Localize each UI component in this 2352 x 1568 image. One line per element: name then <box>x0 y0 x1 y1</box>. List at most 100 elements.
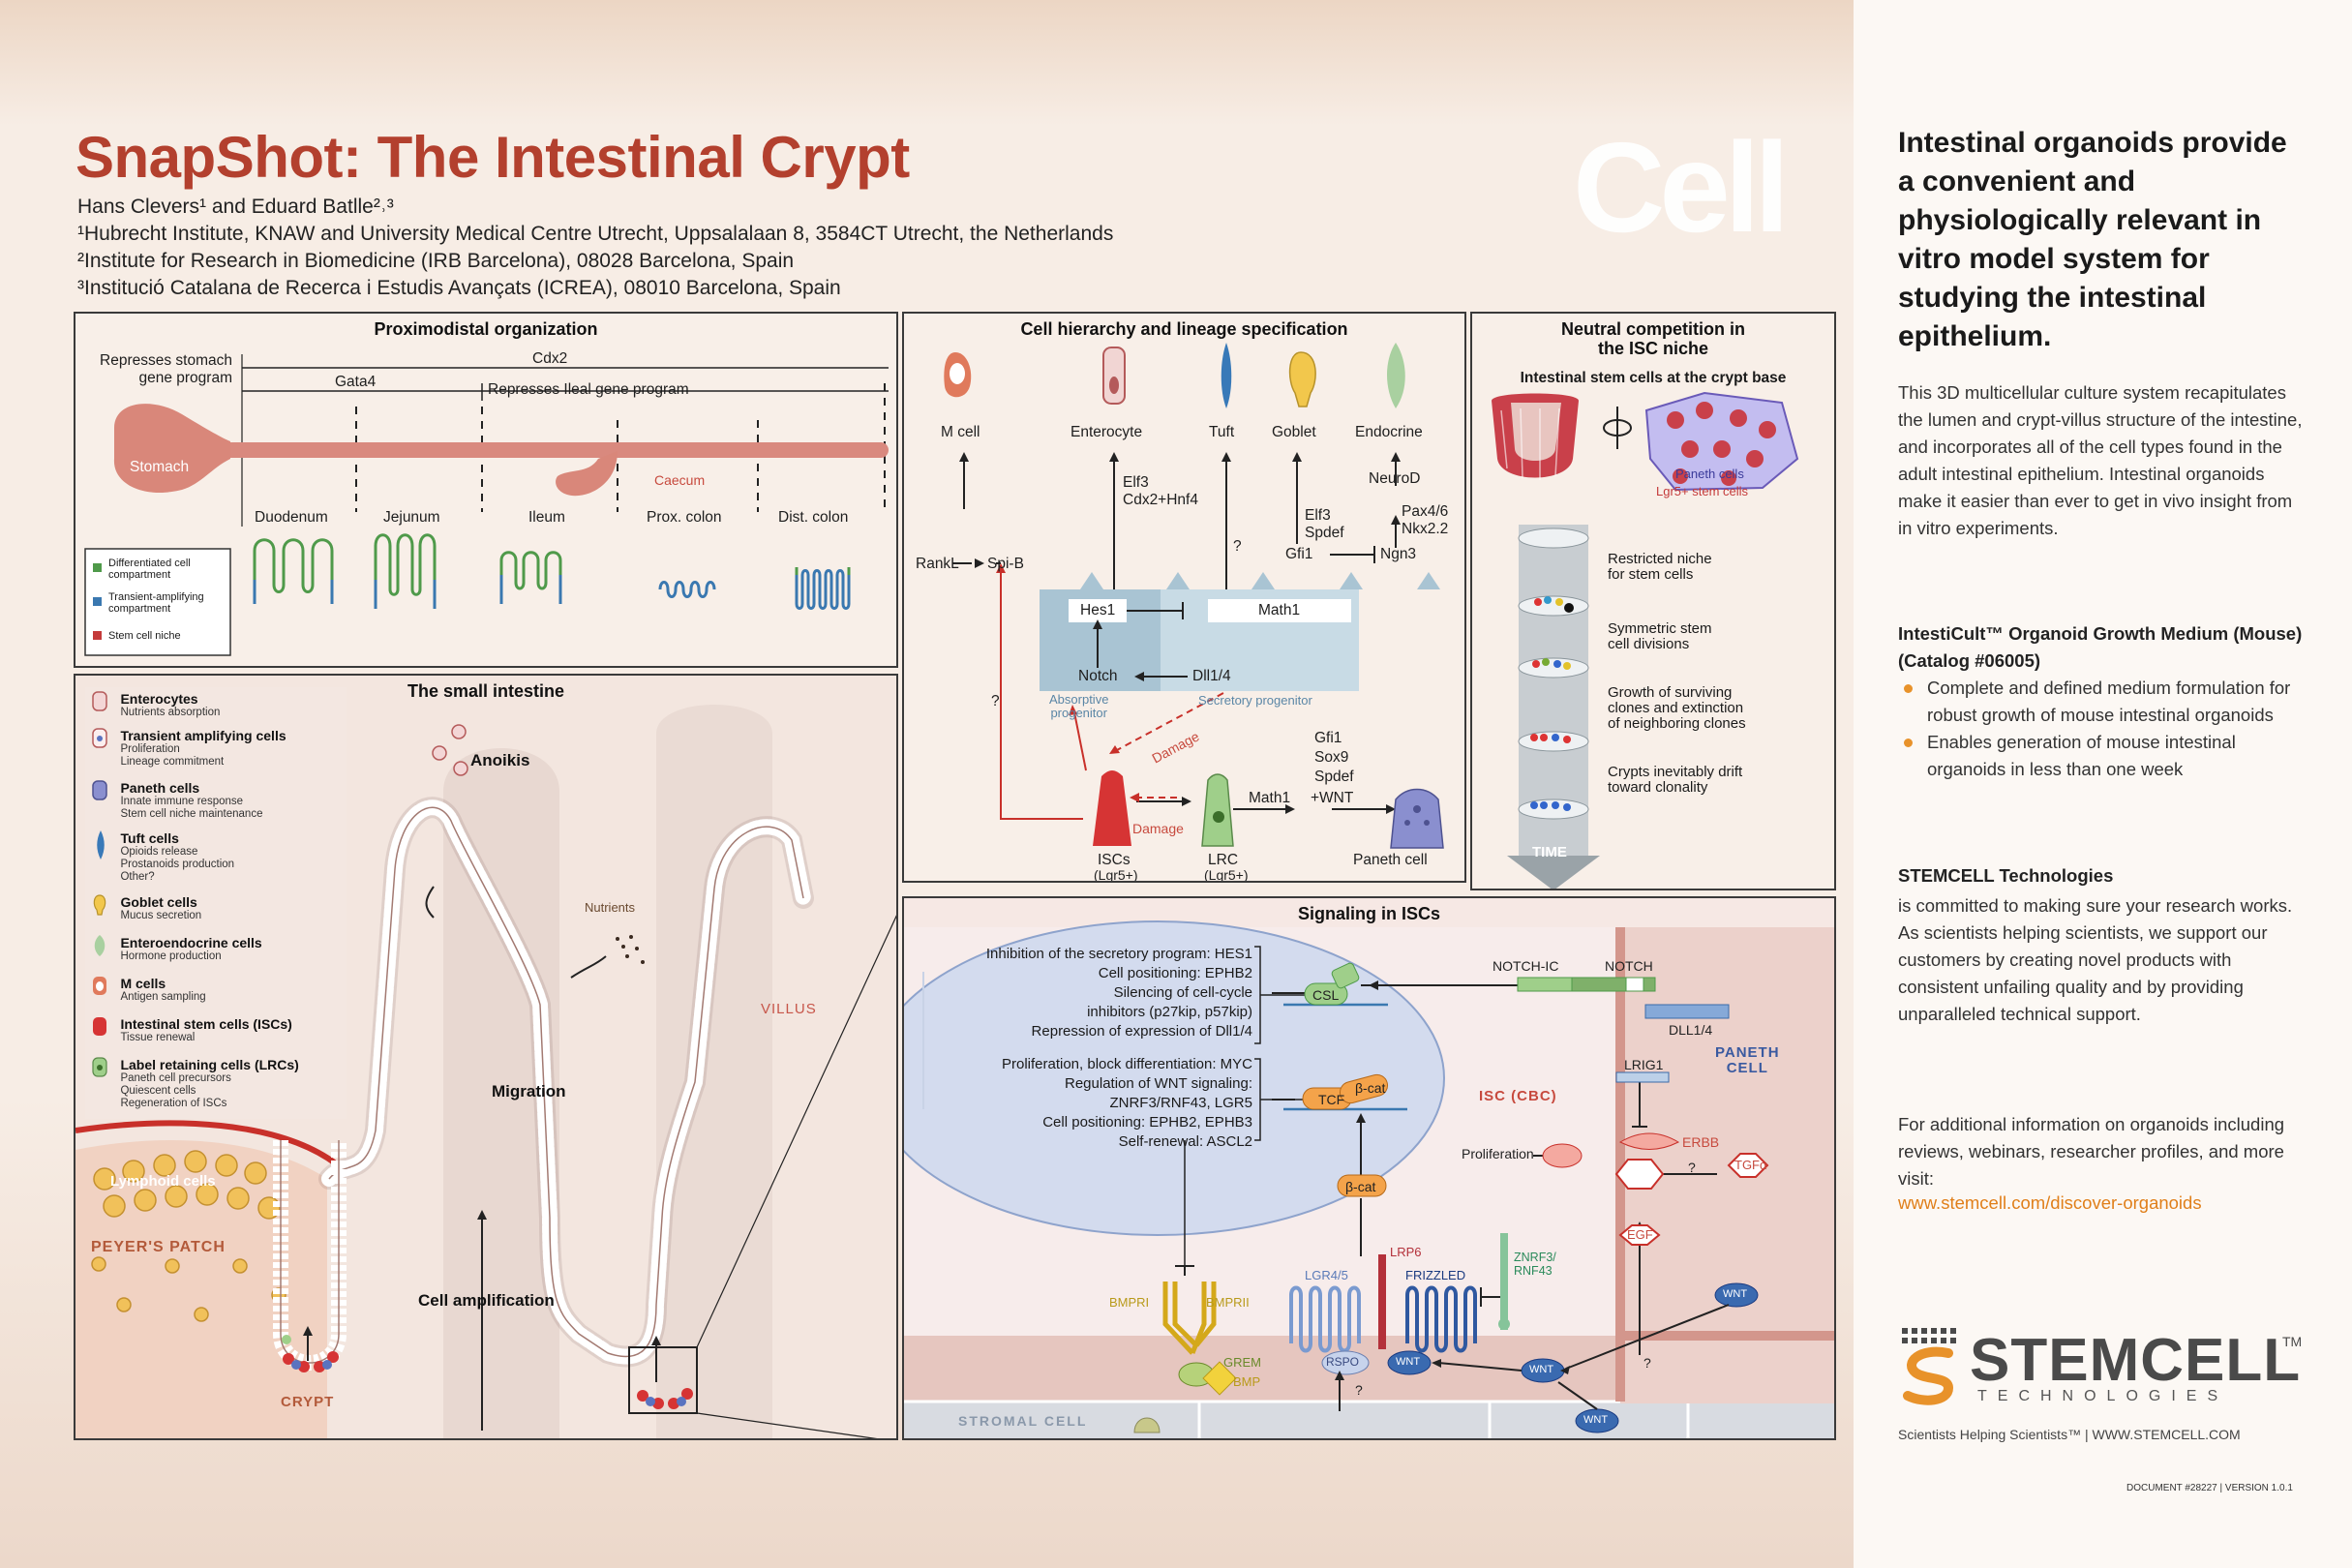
m-cell-icon <box>944 352 972 398</box>
goblet-cell-icon <box>1288 351 1316 407</box>
lrc-label: LRC <box>1208 852 1239 868</box>
math1-lrc-label: Math1 <box>1249 790 1291 806</box>
tuft-question: ? <box>1233 538 1242 555</box>
affiliation-3: ³Institució Catalana de Recerca i Estudi… <box>77 277 841 299</box>
goblet-legend-icon <box>93 894 106 916</box>
tuft-cell-icon <box>1221 343 1232 408</box>
tgfa-label: TGFα <box>1734 1158 1767 1172</box>
notch-receptor-label: NOTCH <box>1605 958 1653 974</box>
bcat-cyto-label: β-cat <box>1345 1179 1376 1194</box>
legend-paneth-name: Paneth cells <box>120 780 200 796</box>
wnt-label-4: WNT <box>1723 1288 1748 1300</box>
enteroendocrine-legend-icon <box>94 935 106 956</box>
small-intestine-title: The small intestine <box>407 681 565 701</box>
wnt-target-4: Cell positioning: EPHB2, EPHB3 <box>1042 1114 1252 1131</box>
segment-jejunum: Jejunum <box>383 509 440 526</box>
stromal-cell-label: STROMAL CELL <box>958 1413 1088 1429</box>
secretory-label: Secretory progenitor <box>1198 693 1312 708</box>
peyers-patch-label: PEYER'S PATCH <box>91 1239 226 1255</box>
organoids-link[interactable]: www.stemcell.com/discover-organoids <box>1898 1192 2202 1213</box>
crypt-label: CRYPT <box>281 1394 335 1410</box>
wnt-label-3: WNT <box>1583 1414 1609 1426</box>
cdx2-hnf4-label: Cdx2+Hnf4 <box>1123 492 1198 508</box>
cell-amplification-label: Cell amplification <box>418 1291 555 1310</box>
gata4-label: Gata4 <box>335 374 377 390</box>
legend-m-cells-name: M cells <box>120 976 166 991</box>
affiliation-1: ¹Hubrecht Institute, KNAW and University… <box>77 223 1114 245</box>
proximodistal-title: Proximodistal organization <box>374 319 598 339</box>
legend-enterocytes-desc: Nutrients absorption <box>120 707 221 718</box>
dll-receptor-label: DLL1/4 <box>1669 1022 1713 1038</box>
step-1-line-2: for stem cells <box>1608 566 1694 583</box>
lrc-lgr5-label: (Lgr5+) <box>1204 867 1249 883</box>
rspo-label: RSPO <box>1326 1355 1360 1369</box>
legend-ta-desc-1: Proliferation <box>120 743 180 755</box>
legend-enteroendocrine-desc: Hormone production <box>120 950 222 962</box>
wnt-target-3: ZNRF3/RNF43, LGR5 <box>1109 1095 1252 1111</box>
neutral-title-2: the ISC niche <box>1597 339 1709 358</box>
journal-logo: Cell <box>1573 116 1790 258</box>
endocrine-cell-icon <box>1387 343 1405 408</box>
time-disc-1 <box>1518 528 1589 549</box>
stemcell-tagline: Scientists Helping Scientists™ | WWW.STE… <box>1898 1427 2241 1442</box>
lgr5-cells-label: Lgr5+ stem cells <box>1656 484 1749 498</box>
nkx-label: Nkx2.2 <box>1402 521 1449 537</box>
enterocyte-icon <box>1102 347 1126 405</box>
hierarchy-title: Cell hierarchy and lineage specification <box>1020 319 1348 339</box>
paneth-word: PANETH <box>1715 1044 1780 1061</box>
step-1-line-1: Restricted niche <box>1608 551 1712 567</box>
step-3-line-2: clones and extinction <box>1608 700 1744 716</box>
product-name: IntestiCult™ Organoid Growth Medium (Mou… <box>1898 623 2303 671</box>
frizzled-label: FRIZZLED <box>1405 1268 1466 1282</box>
csl-label: CSL <box>1312 987 1340 1003</box>
notch-target-4: inhibitors (p27kip, p57kip) <box>1087 1004 1252 1020</box>
company-text: is committed to making sure your researc… <box>1898 895 2293 1024</box>
legend-tuft-desc-1: Opioids release <box>120 846 198 858</box>
legend-lrcs-desc-2: Quiescent cells <box>120 1085 196 1097</box>
absorptive-line-2: progenitor <box>1050 706 1107 720</box>
represses-ileal-label: Represses Ileal gene program <box>488 381 689 398</box>
signaling-panel: Signaling in ISCs <box>902 896 1836 1440</box>
cell-word: CELL <box>1726 1060 1768 1076</box>
enterocyte-legend-icon <box>92 691 107 711</box>
legend-goblet-desc: Mucus secretion <box>120 910 202 921</box>
hierarchy-diagram <box>944 343 1444 849</box>
paneth-factor-spdef: Spdef <box>1314 769 1354 785</box>
paneth-cell-label: Paneth cell <box>1353 852 1428 868</box>
znrf3-line-1: ZNRF3/ <box>1514 1251 1556 1264</box>
legend-lrcs-name: Label retaining cells (LRCs) <box>120 1057 299 1072</box>
stemcell-logo-icon <box>1902 1328 1956 1405</box>
promo-column: Intestinal organoids provide a convenien… <box>1854 0 2352 1568</box>
legend-transient: Transient-amplifying compartment <box>108 591 204 615</box>
rspo-question: ? <box>1355 1382 1363 1398</box>
grem-label: GREM <box>1223 1355 1261 1370</box>
authors: Hans Clevers¹ and Eduard Batlle²˒³ <box>77 196 394 218</box>
egf-label: EGF <box>1627 1227 1653 1242</box>
small-intestine-diagram <box>75 676 896 1438</box>
neutral-title-1: Neutral competition in <box>1560 319 1745 339</box>
hes1-label: Hes1 <box>1080 602 1116 618</box>
notch-targets: Inhibition of the secretory program: HES… <box>918 945 1252 1041</box>
info-text: For additional information on organoids … <box>1898 1114 2285 1189</box>
pax-label: Pax4/6 <box>1402 503 1449 520</box>
lymphoid-label: Lymphoid cells <box>110 1173 216 1190</box>
legend-iscs-desc: Tissue renewal <box>120 1032 196 1043</box>
tcf-label: TCF <box>1318 1092 1345 1107</box>
promo-intro: This 3D multicellular culture system rec… <box>1898 382 2303 538</box>
segment-ileum: Ileum <box>528 509 565 526</box>
ngn3-label: Ngn3 <box>1380 546 1417 562</box>
legend-tuft-desc-3: Other? <box>120 871 155 883</box>
paneth-cells-label: Paneth cells <box>1675 467 1744 481</box>
iscs-label: ISCs <box>1098 852 1131 868</box>
